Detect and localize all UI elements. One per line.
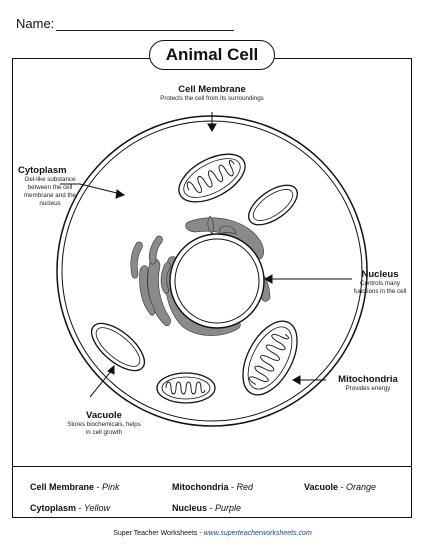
key-item-mitochondria: Mitochondria - Red (172, 482, 254, 492)
footer-link[interactable]: www.superteacherworksheets.com (203, 530, 312, 537)
vacuole-title: Vacuole (86, 410, 122, 421)
footer: Super Teacher Worksheets - www.superteac… (0, 530, 425, 537)
key-item-nucleus: Nucleus - Purple (172, 503, 242, 513)
name-label: Name: (16, 16, 55, 31)
cytoplasm-desc: Gel-like substance between the cell memb… (24, 176, 76, 207)
cell-membrane-desc: Protects the cell from its surroundings (160, 95, 264, 103)
key-name: Mitochondria (172, 482, 229, 492)
pointer-lines (60, 112, 352, 398)
key-name: Vacuole (304, 482, 339, 492)
key-item-cell-membrane: Cell Membrane - Pink (30, 482, 120, 492)
key-color: Red (236, 482, 254, 492)
key-color: Orange (346, 482, 377, 492)
cytoplasm-title: Cytoplasm (18, 165, 67, 176)
worksheet-title: Animal Cell (149, 40, 275, 70)
cell-membrane-title: Cell Membrane (178, 84, 246, 95)
vacuole-top-right (248, 184, 298, 226)
label-cytoplasm: Cytoplasm Gel-like substance between the… (18, 165, 82, 207)
vacuole-left (91, 322, 145, 372)
name-row: Name: (16, 16, 54, 31)
key-name: Cytoplasm (30, 503, 77, 513)
key-item-cytoplasm: Cytoplasm - Yellow (30, 503, 111, 513)
key-name: Nucleus (172, 503, 208, 513)
label-nucleus: Nucleus Controls many functions in the c… (352, 269, 408, 296)
label-mitochondria: Mitochondria Provides energy (330, 374, 406, 393)
key-color: Yellow (84, 503, 111, 513)
nucleus-inner (174, 238, 260, 324)
key-name: Cell Membrane (30, 482, 95, 492)
mitochondrion-top (178, 153, 246, 203)
key-color: Pink (102, 482, 120, 492)
label-cell-membrane: Cell Membrane Protects the cell from its… (160, 84, 264, 103)
mitochondria-desc: Provides energy (345, 385, 391, 393)
key-divider (12, 466, 412, 467)
nucleus-title: Nucleus (361, 269, 399, 280)
nucleus-desc: Controls many functions in the cell (353, 280, 407, 296)
mitochondria-title: Mitochondria (338, 374, 398, 385)
vacuole-desc: Stores biochemicals, helps in cell growt… (67, 421, 141, 437)
name-line[interactable] (56, 30, 234, 31)
mitochondrion-right (242, 320, 298, 396)
label-vacuole: Vacuole Stores biochemicals, helps in ce… (64, 410, 144, 437)
mitochondrion-bottom (156, 372, 216, 404)
key-color: Purple (215, 503, 242, 513)
key-item-vacuole: Vacuole - Orange (304, 482, 377, 492)
footer-text: Super Teacher Worksheets - (113, 530, 204, 537)
